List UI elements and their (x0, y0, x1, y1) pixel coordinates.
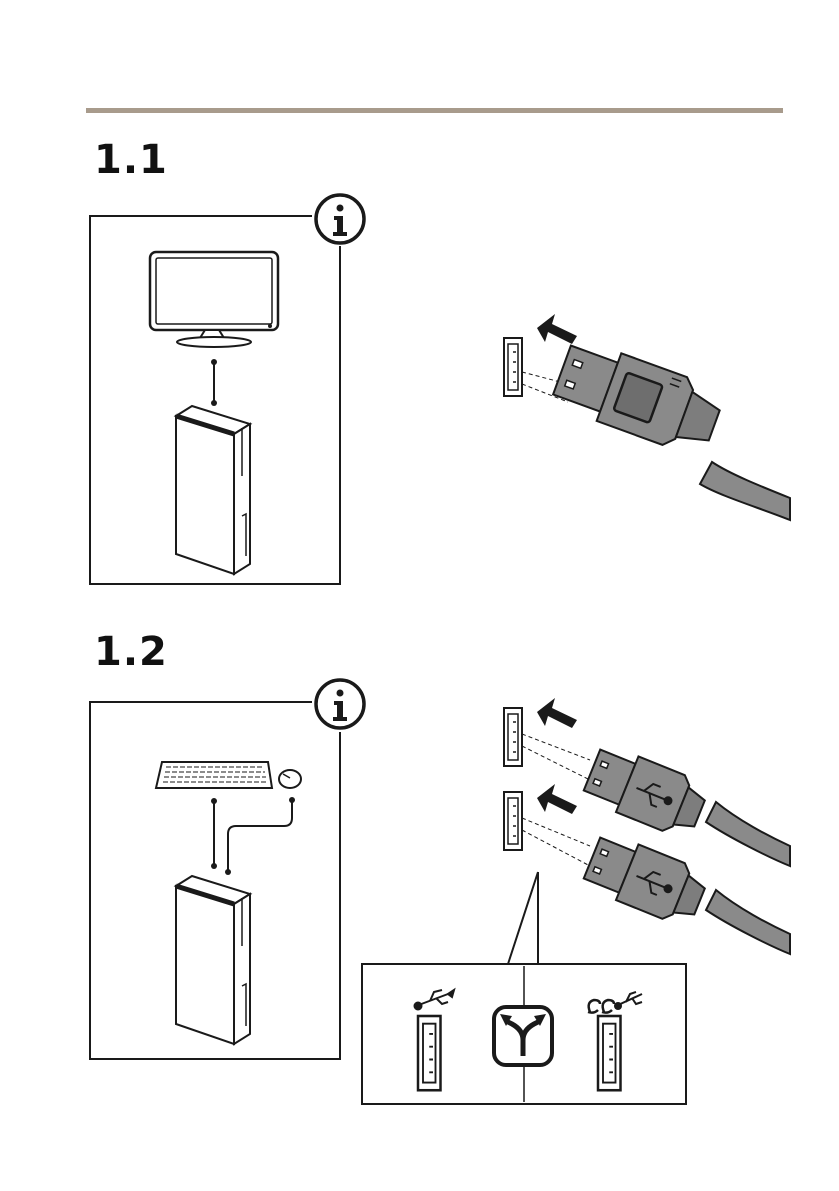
monitor-icon (150, 252, 278, 347)
fork-arrow-icon (494, 1007, 552, 1065)
usb-plugs-illustration-1-2 (504, 698, 790, 954)
keyboard-icon (156, 762, 272, 788)
mouse-icon (279, 770, 301, 788)
info-icon (316, 195, 364, 243)
note-box-1-1 (90, 195, 364, 584)
computer-tower-icon (176, 406, 250, 574)
usb-plug-illustration-1-1 (504, 314, 790, 520)
info-icon (316, 680, 364, 728)
note-box-1-2 (90, 680, 364, 1059)
computer-tower-icon (176, 876, 250, 1044)
